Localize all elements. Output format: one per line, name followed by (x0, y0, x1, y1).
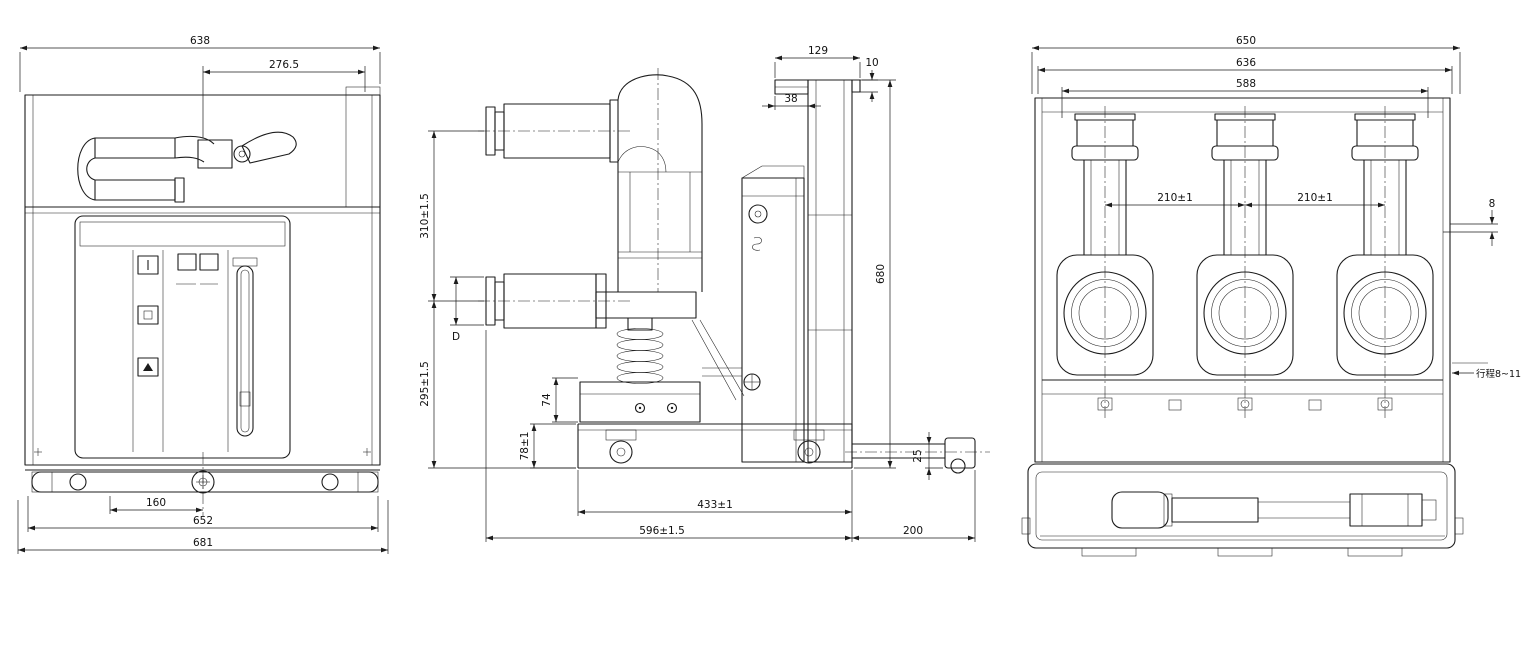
dim-label-front-wheel-offset: 160 (146, 497, 166, 509)
dim-side-upper-pitch: 310±1.5 (419, 130, 484, 302)
dim-front-top-width: 638 (19, 35, 381, 92)
dim-label-rear-overall-width: 650 (1236, 35, 1256, 47)
dim-label-rear-inner-width: 588 (1236, 78, 1256, 90)
dim-label-side-terminal-hole: D (452, 331, 460, 343)
open-button[interactable] (137, 305, 159, 325)
dim-side-base-depth: 433±1 (577, 470, 853, 542)
dim-label-travel: 行程8~11 (1476, 368, 1521, 380)
dim-label-side-overall-depth: 596±1.5 (639, 525, 685, 537)
side-roller-rear (797, 440, 821, 464)
dim-label-side-top-depth: 129 (808, 45, 828, 57)
dim-rear-pole-pitch-right: 210±1 (1245, 192, 1385, 208)
dim-side-terminal-hole: D (450, 276, 484, 343)
dim-rear-pole-pitch-left: 210±1 (1105, 192, 1245, 208)
dim-front-base-width: 652 (27, 496, 379, 532)
dim-label-side-lower-pitch: 295±1.5 (419, 361, 431, 407)
side-upper-bushing (478, 99, 632, 163)
charge-arrow-icon (143, 363, 153, 371)
front-enclosure (24, 86, 381, 466)
dim-front-overall-width: 681 (17, 500, 389, 554)
side-frame (741, 79, 861, 463)
dim-side-arm-extension: 200 (852, 470, 976, 542)
dim-side-top-depth: 129 (774, 45, 861, 78)
side-truck-base (577, 423, 853, 469)
dim-rear-body-width: 636 (1037, 57, 1453, 94)
side-roller-front (609, 440, 633, 464)
status-indicator-window-2 (199, 253, 219, 271)
dim-label-front-overall-width: 681 (193, 537, 213, 549)
side-interlock-arm (845, 437, 990, 474)
rear-conduit-ribbed (1171, 497, 1259, 523)
dim-side-arm-height: 25 (912, 432, 943, 480)
front-control-panel (74, 215, 291, 459)
dim-front-offset: 276.5 (202, 59, 366, 138)
front-wheel-right (321, 473, 339, 491)
front-corrugated-conduit (77, 135, 215, 203)
rear-conduit-connector (1349, 493, 1423, 527)
rear-view: 650 636 588 210±1 210±1 8 行程8~11 (1021, 35, 1521, 557)
rear-pole-opening-1 (1063, 271, 1147, 355)
front-wheel-left (69, 473, 87, 491)
dim-label-rear-body-width: 636 (1236, 57, 1256, 69)
rear-pole-3 (1336, 106, 1434, 420)
panel-vent-grille (79, 221, 286, 247)
side-view: 129 38 10 680 310±1.5 295±1.5 D 74 (419, 45, 990, 542)
energy-indicator-slot (236, 265, 254, 437)
dim-rear-overall-width: 650 (1031, 35, 1461, 94)
rear-conduit-coil (1111, 491, 1169, 529)
side-lower-bushing (478, 273, 632, 329)
rear-base (1021, 463, 1464, 557)
dim-label-side-arm-height: 25 (912, 449, 924, 462)
dim-label-side-base-height: 78±1 (519, 432, 531, 461)
dim-side-overall-depth: 596±1.5 (485, 330, 852, 542)
rear-pole-opening-2 (1203, 271, 1287, 355)
dim-label-pole-pitch-left: 210±1 (1157, 192, 1193, 204)
rear-pole-opening-3 (1343, 271, 1427, 355)
status-indicator-window-1 (177, 253, 197, 271)
charge-button[interactable] (137, 357, 159, 377)
rear-pole-2 (1196, 106, 1294, 420)
dim-side-total-height: 680 (854, 79, 896, 469)
dim-label-front-base-width: 652 (193, 515, 213, 527)
dim-rear-inner-width: 588 (1061, 78, 1429, 118)
close-button[interactable] (137, 255, 159, 275)
side-pole-column (595, 68, 703, 331)
dim-label-side-arm-extension: 200 (903, 525, 923, 537)
dim-label-front-top-width: 638 (190, 35, 210, 47)
dim-rear-edge-gap: 8 (1443, 198, 1498, 246)
side-contact-spring (616, 328, 664, 384)
side-mechanism-box (579, 319, 745, 423)
dim-label-side-upper-pitch: 310±1.5 (419, 193, 431, 239)
dim-side-bracket-height: 10 (860, 57, 879, 102)
dim-rear-travel: 行程8~11 (1452, 362, 1521, 380)
rear-pole-1 (1056, 106, 1154, 420)
front-interlock-lever (197, 131, 297, 169)
dim-label-side-bracket-width: 38 (784, 93, 797, 105)
dim-side-lower-pitch: 295±1.5 (419, 301, 576, 469)
front-base (25, 452, 380, 516)
dim-label-side-mech-height: 74 (541, 393, 553, 407)
dim-label-front-offset: 276.5 (269, 59, 299, 71)
side-mounting-plate (807, 79, 853, 463)
dim-label-side-bracket-height: 10 (865, 57, 878, 69)
dim-side-mech-height: 74 (541, 377, 578, 423)
rear-body (1034, 97, 1451, 463)
side-lower-clamp (595, 291, 697, 319)
dim-label-pole-pitch-right: 210±1 (1297, 192, 1333, 204)
dim-label-side-base-depth: 433±1 (697, 499, 733, 511)
dim-side-bracket-width: 38 (762, 93, 821, 110)
front-view: 638 276.5 160 652 681 (17, 35, 389, 554)
dim-side-base-height: 78±1 (519, 423, 576, 469)
dim-label-side-total-height: 680 (875, 264, 887, 284)
dim-front-wheel-offset: 160 (109, 496, 203, 514)
dim-label-edge-gap: 8 (1489, 198, 1496, 210)
